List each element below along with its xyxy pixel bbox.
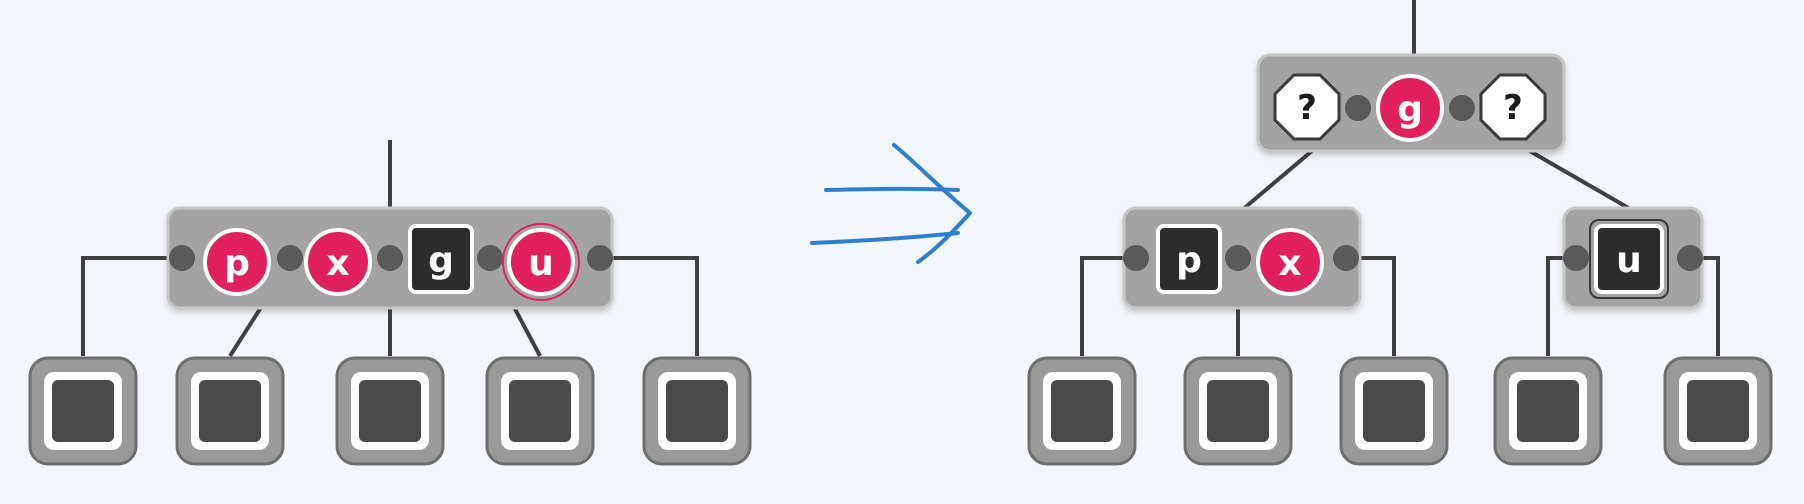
root-key-unknown-left: ?: [1297, 88, 1317, 128]
before-key-u: u: [502, 223, 580, 301]
before-key-x: x: [304, 228, 372, 296]
key-label: p: [1176, 240, 1202, 281]
key-label: u: [528, 243, 554, 284]
after-right-pointer-dots: [1563, 245, 1703, 271]
leaf-node: [642, 356, 752, 466]
key-label: x: [326, 243, 349, 284]
after-root-pointer-dots: [1345, 95, 1475, 121]
before-tree: p x g u: [28, 140, 752, 466]
leaf-node: [335, 356, 445, 466]
before-pointer-dots: [169, 245, 613, 271]
after-left-pointer-dots: [1123, 245, 1359, 271]
before-key-p: p: [203, 228, 271, 296]
key-label: x: [1278, 243, 1301, 284]
leaf-node: [1663, 356, 1773, 466]
before-leaves: [28, 356, 752, 466]
octagon-question-icon: ?: [1479, 73, 1547, 141]
leaf-node: [175, 356, 285, 466]
after-right-key-u: u: [1589, 219, 1669, 299]
key-label: g: [1397, 89, 1423, 130]
key-label: g: [428, 240, 454, 281]
after-left-key-x: x: [1256, 228, 1324, 296]
double-arrow-icon: [810, 143, 972, 264]
after-leaves: [1027, 356, 1773, 466]
leaf-node: [1027, 356, 1137, 466]
after-root-key-g: g: [1376, 74, 1444, 142]
leaf-node: [1183, 356, 1293, 466]
key-label: u: [1616, 240, 1642, 281]
after-left-key-p: p: [1156, 224, 1222, 294]
octagon-question-icon: ?: [1273, 73, 1341, 141]
root-key-unknown-right: ?: [1503, 88, 1523, 128]
leaf-node: [485, 356, 595, 466]
leaf-node: [1339, 356, 1449, 466]
after-tree: ? g ? p x: [1027, 0, 1773, 466]
leaf-node: [28, 356, 138, 466]
before-key-g: g: [408, 224, 474, 294]
leaf-node: [1493, 356, 1603, 466]
key-label: p: [224, 243, 250, 284]
